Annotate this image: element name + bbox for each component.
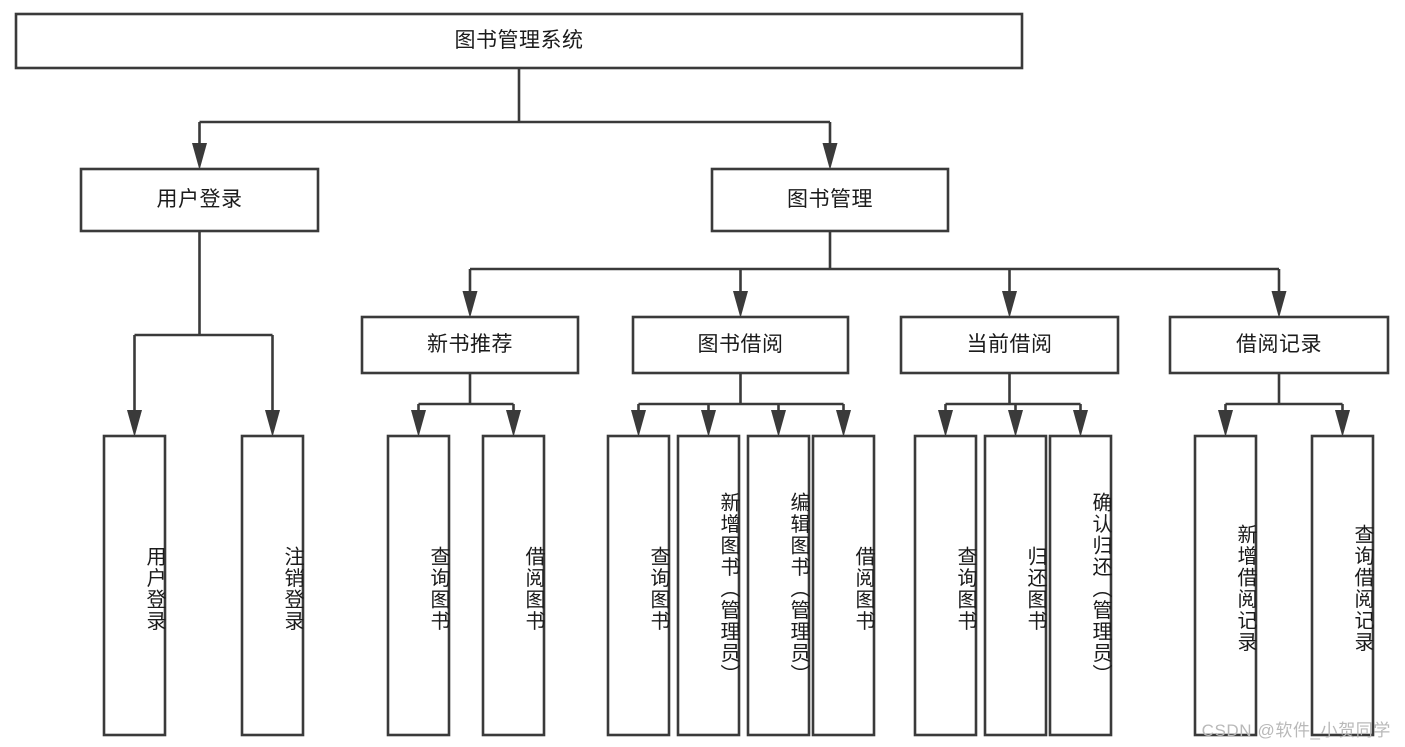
arrow-head-icon <box>1218 410 1233 437</box>
arrow-head-icon <box>733 291 748 318</box>
node-box-leaf-borrow-book-1[interactable] <box>481 434 546 737</box>
arrow-head-icon <box>771 410 786 437</box>
arrow-head-icon <box>1335 410 1350 437</box>
arrow-head-icon <box>506 410 521 437</box>
node-box-new-book-rec[interactable] <box>360 315 580 375</box>
arrow-head-icon <box>1002 291 1017 318</box>
connector-layer <box>127 68 1350 437</box>
arrow-head-icon <box>265 410 280 437</box>
node-box-leaf-query-record[interactable] <box>1310 434 1375 737</box>
node-box-borrow-record[interactable] <box>1168 315 1390 375</box>
arrow-head-icon <box>701 410 716 437</box>
arrow-head-icon <box>192 143 207 170</box>
arrow-head-icon <box>822 143 838 170</box>
node-box-leaf-query-book-3[interactable] <box>913 434 978 737</box>
arrow-head-icon <box>411 410 426 437</box>
arrow-head-icon <box>1271 291 1287 318</box>
node-box-leaf-add-book[interactable] <box>676 434 741 737</box>
node-box-root[interactable] <box>14 12 1024 70</box>
node-box-book-borrow[interactable] <box>631 315 850 375</box>
node-box-user-login[interactable] <box>79 167 320 233</box>
node-box-leaf-borrow-book-2[interactable] <box>811 434 876 737</box>
node-box-leaf-return-book[interactable] <box>983 434 1048 737</box>
arrow-head-icon <box>836 410 851 437</box>
node-box-leaf-confirm-return[interactable] <box>1048 434 1113 737</box>
arrow-head-icon <box>631 410 646 437</box>
arrow-head-icon <box>462 291 478 318</box>
arrow-head-icon <box>1008 410 1023 437</box>
node-box-layer <box>14 12 1390 737</box>
arrow-head-icon <box>1073 410 1088 437</box>
node-box-leaf-add-record[interactable] <box>1193 434 1258 737</box>
node-box-leaf-edit-book[interactable] <box>746 434 811 737</box>
arrow-head-icon <box>938 410 953 437</box>
node-box-leaf-query-book-1[interactable] <box>386 434 451 737</box>
node-box-current-borrow[interactable] <box>899 315 1120 375</box>
arrow-head-icon <box>127 410 142 437</box>
node-box-leaf-user-login[interactable] <box>102 434 167 737</box>
node-box-leaf-logout[interactable] <box>240 434 305 737</box>
node-box-leaf-query-book-2[interactable] <box>606 434 671 737</box>
node-box-book-manage[interactable] <box>710 167 950 233</box>
